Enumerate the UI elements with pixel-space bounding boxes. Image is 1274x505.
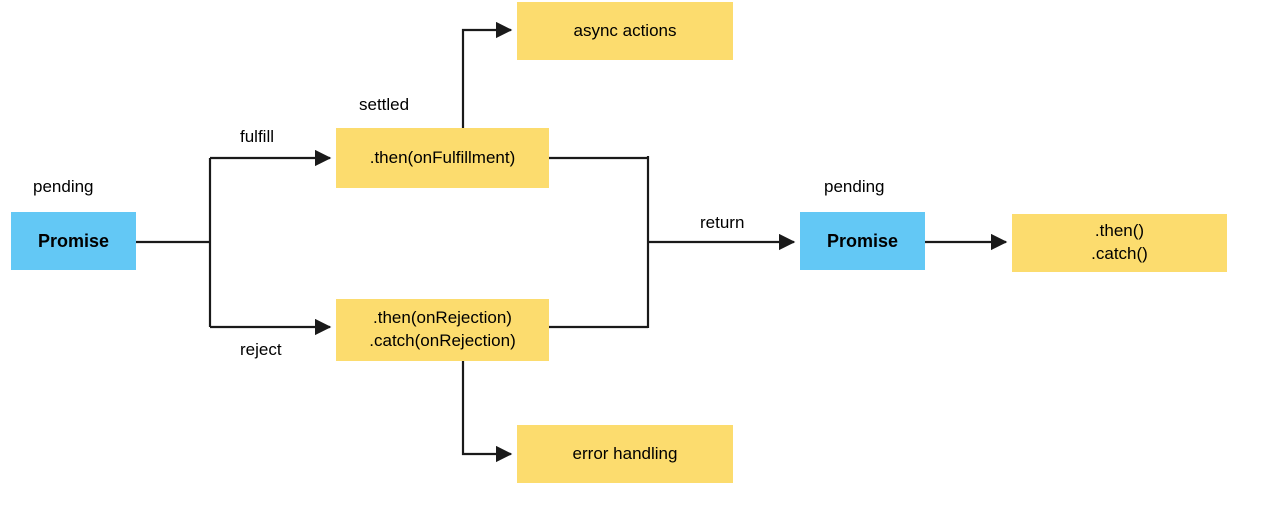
node-then-catch-on-rejection[interactable]: .then(onRejection) .catch(onRejection) — [336, 299, 549, 361]
label-pending-right: pending — [824, 177, 885, 196]
node-then-catch[interactable]: .then() .catch() — [1012, 214, 1227, 272]
edge-error-handling — [461, 361, 513, 463]
node-promise-right[interactable]: Promise — [800, 212, 925, 270]
node-error-handling[interactable]: error handling — [517, 425, 733, 483]
node-promise-left[interactable]: Promise — [11, 212, 136, 270]
label-pending-left: pending — [33, 177, 94, 196]
node-then-on-fulfillment[interactable]: ​.then(onFulfillment) — [336, 128, 549, 188]
node-async-actions[interactable]: async actions — [517, 2, 733, 60]
label-fulfill: fulfill — [240, 127, 275, 146]
label-reject: reject — [240, 340, 282, 359]
label-settled: settled — [359, 95, 410, 114]
edge-async-actions — [461, 21, 513, 128]
label-return: return — [700, 213, 745, 232]
